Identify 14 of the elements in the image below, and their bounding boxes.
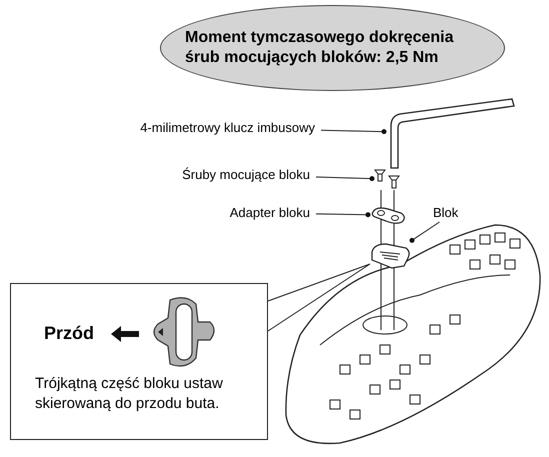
- leader-line: [410, 222, 440, 243]
- torque-note: Moment tymczasowego dokręcenia śrub mocujących bloków: 2,5 Nm: [185, 28, 455, 68]
- leader-line: [320, 129, 386, 134]
- part-label: Śruby mocujące bloku: [150, 166, 310, 184]
- leader-line: [316, 212, 370, 218]
- screws-drawing: [372, 168, 402, 190]
- leader-line: [316, 176, 374, 182]
- part-label: Blok: [433, 204, 473, 222]
- front-label: Przód: [44, 322, 94, 345]
- part-label: 4-milimetrowy klucz imbusowy: [100, 119, 315, 137]
- instruction-text: Trójkątną część bloku ustaw skierowaną do przodu buta.: [35, 374, 224, 414]
- part-label: Adapter bloku: [200, 204, 310, 222]
- callout-pointer: [268, 264, 370, 332]
- inset-panel: [10, 283, 268, 440]
